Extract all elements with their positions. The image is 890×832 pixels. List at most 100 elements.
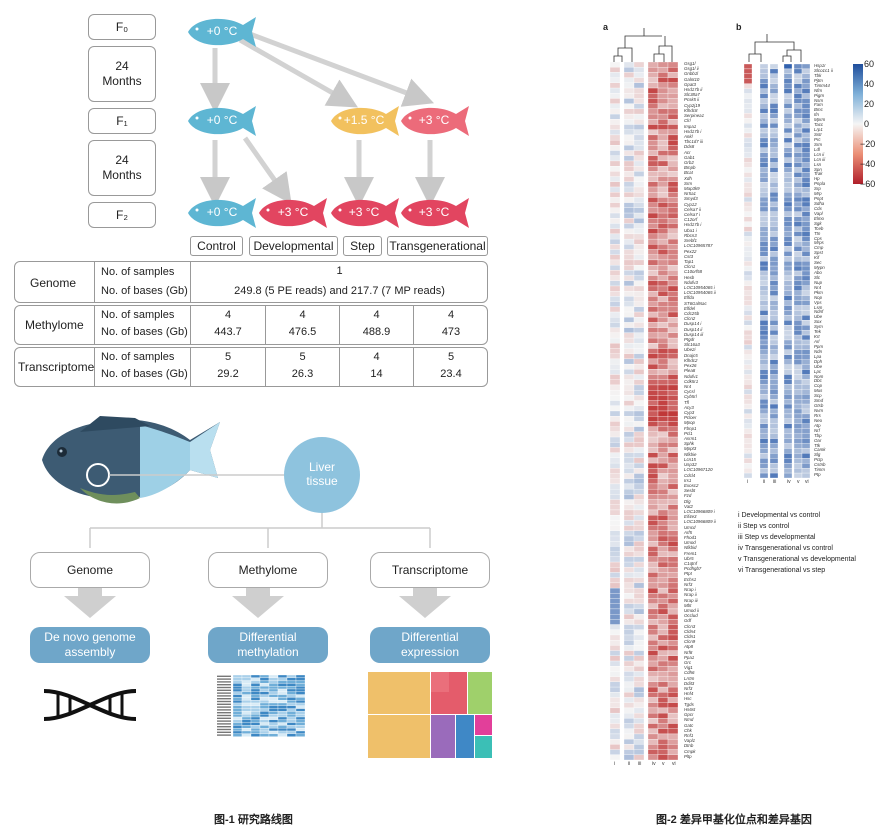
heat-cell (667, 468, 679, 474)
heat-cell (623, 702, 635, 709)
heat-cell (633, 358, 645, 365)
heat-cell (783, 285, 793, 291)
heat-cell (667, 754, 679, 760)
heat-cell (759, 310, 769, 316)
fish-label-f1-step: +1.5 °C (343, 113, 385, 127)
colorbar-tick-60: 60 (864, 59, 875, 69)
methylation-cell (295, 688, 305, 692)
heat-cell (647, 624, 659, 630)
methylation-cell (286, 728, 297, 732)
methylation-cell (259, 675, 270, 678)
heat-cell (647, 692, 659, 698)
heat-cell (667, 238, 679, 245)
heat-cell (759, 137, 769, 144)
heat-cell (633, 660, 645, 667)
heat-cell (759, 443, 769, 449)
gene-label: Slc38a7 (684, 92, 700, 98)
heat-cell (623, 603, 635, 610)
heat-cell (783, 191, 793, 198)
heat-cell (657, 363, 669, 370)
heat-cell (623, 139, 635, 146)
gene-label: Nfm (814, 87, 823, 93)
gene-label: Nrap ii (684, 592, 697, 598)
heat-cell (667, 134, 679, 141)
methylation-cell (295, 722, 305, 726)
methylation-cell (286, 683, 297, 687)
heat-cell (633, 640, 645, 646)
heat-cell (647, 718, 659, 724)
heat-cell (769, 339, 779, 346)
methylation-cell (232, 680, 243, 684)
heat-cell (759, 428, 769, 434)
heat-cell (647, 515, 659, 521)
heat-cell (759, 157, 769, 163)
heat-cell (633, 676, 645, 683)
heat-cell (657, 499, 669, 505)
heat-cell (647, 733, 659, 740)
heat-cell (783, 384, 793, 390)
heat-cell (769, 369, 779, 375)
gene-label: Cdx (814, 205, 822, 211)
gene-label: Cps (814, 235, 822, 241)
heat-cell (633, 520, 645, 526)
heat-cell (793, 329, 803, 336)
column-label: iii (773, 479, 777, 485)
methylome-bases-control: 443.7 (214, 326, 242, 338)
gene-label: Hsd17b ii (684, 87, 703, 93)
heat-cell (633, 702, 645, 709)
column-label: ii (763, 479, 766, 485)
heat-cell (759, 256, 769, 262)
heat-cell (623, 166, 635, 172)
heat-cell (647, 244, 659, 250)
gene-label: Lrrtm (684, 675, 695, 681)
gene-label: Ptgdr (684, 337, 695, 343)
legend-vi: vi Transgenerational vs step (738, 567, 826, 574)
heat-cell (769, 329, 779, 336)
legend-v: v Transgenerational vs developmental (738, 556, 856, 563)
gene-label: Hnf4 (684, 691, 694, 697)
heat-cell (793, 122, 803, 129)
heat-cell (769, 201, 779, 208)
heat-cell (647, 259, 659, 266)
heat-cell (610, 541, 621, 547)
heat-cell (657, 416, 669, 422)
heat-cell (633, 317, 645, 323)
heat-cell (744, 418, 753, 424)
heat-cell (657, 572, 669, 578)
heat-cell (667, 593, 679, 599)
heat-cell (623, 254, 635, 261)
heat-cell (633, 546, 645, 552)
gene-label: Vapl1 (684, 738, 696, 744)
heat-cell (769, 93, 779, 99)
heat-cell (647, 499, 659, 505)
gene-label: Dbc (814, 378, 822, 384)
gene-label: Ttk (814, 442, 821, 448)
heat-cell (623, 129, 635, 136)
heat-cell (647, 655, 659, 662)
methylation-cell (259, 714, 270, 718)
gene-label: Lpa (814, 353, 822, 359)
heat-cell (647, 82, 659, 89)
gene-label: Ppm (814, 343, 824, 349)
methylation-cell (277, 730, 288, 734)
heat-cell (759, 359, 769, 365)
heat-cell (783, 453, 793, 459)
methylation-cell (232, 711, 243, 715)
heat-cell (633, 332, 645, 339)
heat-cell (744, 384, 753, 390)
heat-cell (657, 473, 669, 479)
heat-cell (783, 369, 793, 375)
heat-cell (610, 457, 621, 464)
gene-label: Tbc1d7 iii (684, 139, 703, 145)
heat-cell (667, 634, 679, 641)
heat-cell (744, 463, 753, 469)
heat-cell (657, 244, 669, 250)
heat-cell (633, 264, 645, 271)
heat-cell (610, 515, 621, 521)
heat-cell (769, 418, 779, 424)
heat-cell (793, 339, 803, 346)
heat-cell (783, 236, 793, 242)
heat-cell (759, 152, 769, 158)
heat-cell (769, 280, 779, 286)
